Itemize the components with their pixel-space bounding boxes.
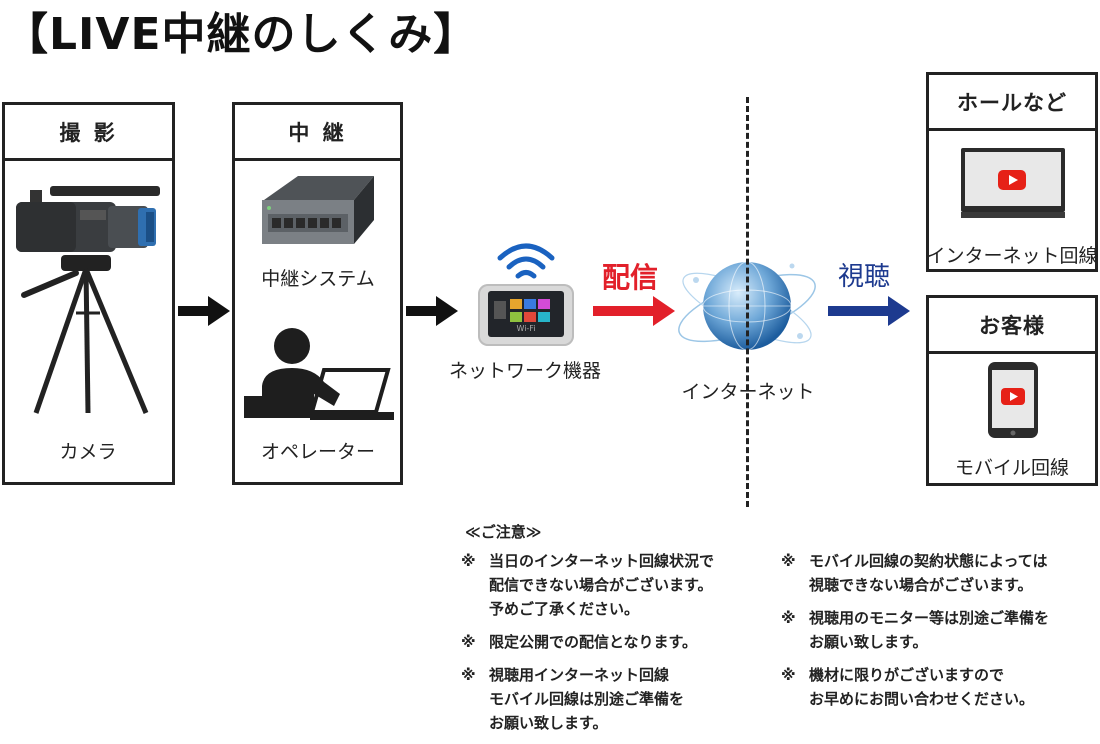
note-mark: ※ [461, 666, 476, 684]
hall-connection-label: インターネット回線 [926, 245, 1098, 267]
note-mark: ※ [781, 609, 796, 627]
note-text: モバイル回線の契約状態によっては視聴できない場合がございます。 [809, 549, 1048, 597]
note-line: 視聴用のモニター等は別途ご準備を [809, 609, 1050, 627]
relay-box: 中 継 [232, 102, 403, 485]
distribution-label: 配信 [602, 261, 659, 294]
note-mark: ※ [781, 552, 796, 570]
note-line: 配信できない場合がございます。 [489, 576, 713, 594]
youtube-icon [998, 170, 1026, 190]
hall-header: ホールなど [929, 75, 1095, 131]
operator-label: オペレーター [260, 441, 376, 463]
note-line: お早めにお問い合わせください。 [809, 690, 1035, 708]
viewing-label: 視聴 [838, 262, 891, 292]
note-text: 視聴用インターネット回線モバイル回線は別途ご準備をお願い致します。 [489, 663, 684, 735]
router-screen-text: Wi-Fi [516, 324, 536, 333]
note-line: モバイル回線は別途ご準備を [489, 690, 685, 708]
note-item: ※ 視聴用インターネット回線モバイル回線は別途ご準備をお願い致します。 [461, 663, 781, 735]
note-mark: ※ [461, 633, 476, 651]
divider-line [746, 97, 749, 507]
note-text: 限定公開での配信となります。 [489, 630, 697, 654]
note-line: 視聴できない場合がございます。 [809, 576, 1033, 594]
red-arrow-icon [593, 296, 675, 326]
tripod-icon [21, 255, 149, 414]
laptop-icon [310, 368, 394, 420]
note-text: 当日のインターネット回線状況で配信できない場合がございます。予めご了承ください。 [489, 549, 714, 621]
video-camera-icon [16, 186, 160, 252]
camera-label: カメラ [59, 441, 117, 463]
page-title: 【LIVE中継のしくみ】 [4, 9, 479, 60]
note-line: 限定公開での配信となります。 [489, 633, 698, 651]
note-line: 視聴用インターネット回線 [489, 666, 670, 684]
arrow-icon [178, 296, 230, 326]
note-text: 機材に限りがございますのでお早めにお問い合わせください。 [809, 663, 1034, 711]
blue-arrow-icon [828, 296, 910, 326]
relay-header: 中 継 [235, 105, 400, 161]
note-text: 視聴用のモニター等は別途ご準備をお願い致します。 [809, 606, 1049, 654]
notes-heading: ≪ご注意≫ [465, 523, 542, 541]
note-item: ※ 機材に限りがございますのでお早めにお問い合わせください。 [781, 663, 1099, 711]
wifi-signal-icon [497, 243, 555, 279]
notes-left-column: ※ 当日のインターネット回線状況で配信できない場合がございます。予めご了承ください… [461, 549, 781, 744]
wifi-router-icon: Wi-Fi [478, 284, 574, 346]
note-line: 予めご了承ください。 [489, 600, 640, 618]
note-line: お願い致します。 [809, 633, 928, 651]
customer-header: お客様 [929, 298, 1095, 354]
shoot-header: 撮 影 [5, 105, 172, 161]
note-line: 当日のインターネット回線状況で [489, 552, 715, 570]
note-item: ※ 当日のインターネット回線状況で配信できない場合がございます。予めご了承ください… [461, 549, 781, 621]
note-line: モバイル回線の契約状態によっては [809, 552, 1048, 570]
note-item: ※ 限定公開での配信となります。 [461, 630, 781, 654]
youtube-icon [1001, 388, 1025, 405]
customer-connection-label: モバイル回線 [954, 457, 1070, 479]
note-mark: ※ [781, 666, 796, 684]
network-switch-icon [262, 176, 374, 244]
note-line: 機材に限りがございますので [809, 666, 1005, 684]
relay-system-label: 中継システム [261, 268, 375, 290]
arrow-icon [406, 296, 458, 326]
note-item: ※ 視聴用のモニター等は別途ご準備をお願い致します。 [781, 606, 1099, 654]
notes-right-column: ※ モバイル回線の契約状態によっては視聴できない場合がございます。 ※ 視聴用のモニタ… [781, 549, 1099, 720]
note-item: ※ モバイル回線の契約状態によっては視聴できない場合がございます。 [781, 549, 1099, 597]
note-line: お願い致します。 [489, 714, 608, 732]
note-mark: ※ [461, 552, 476, 570]
network-device-label: ネットワーク機器 [448, 360, 602, 382]
